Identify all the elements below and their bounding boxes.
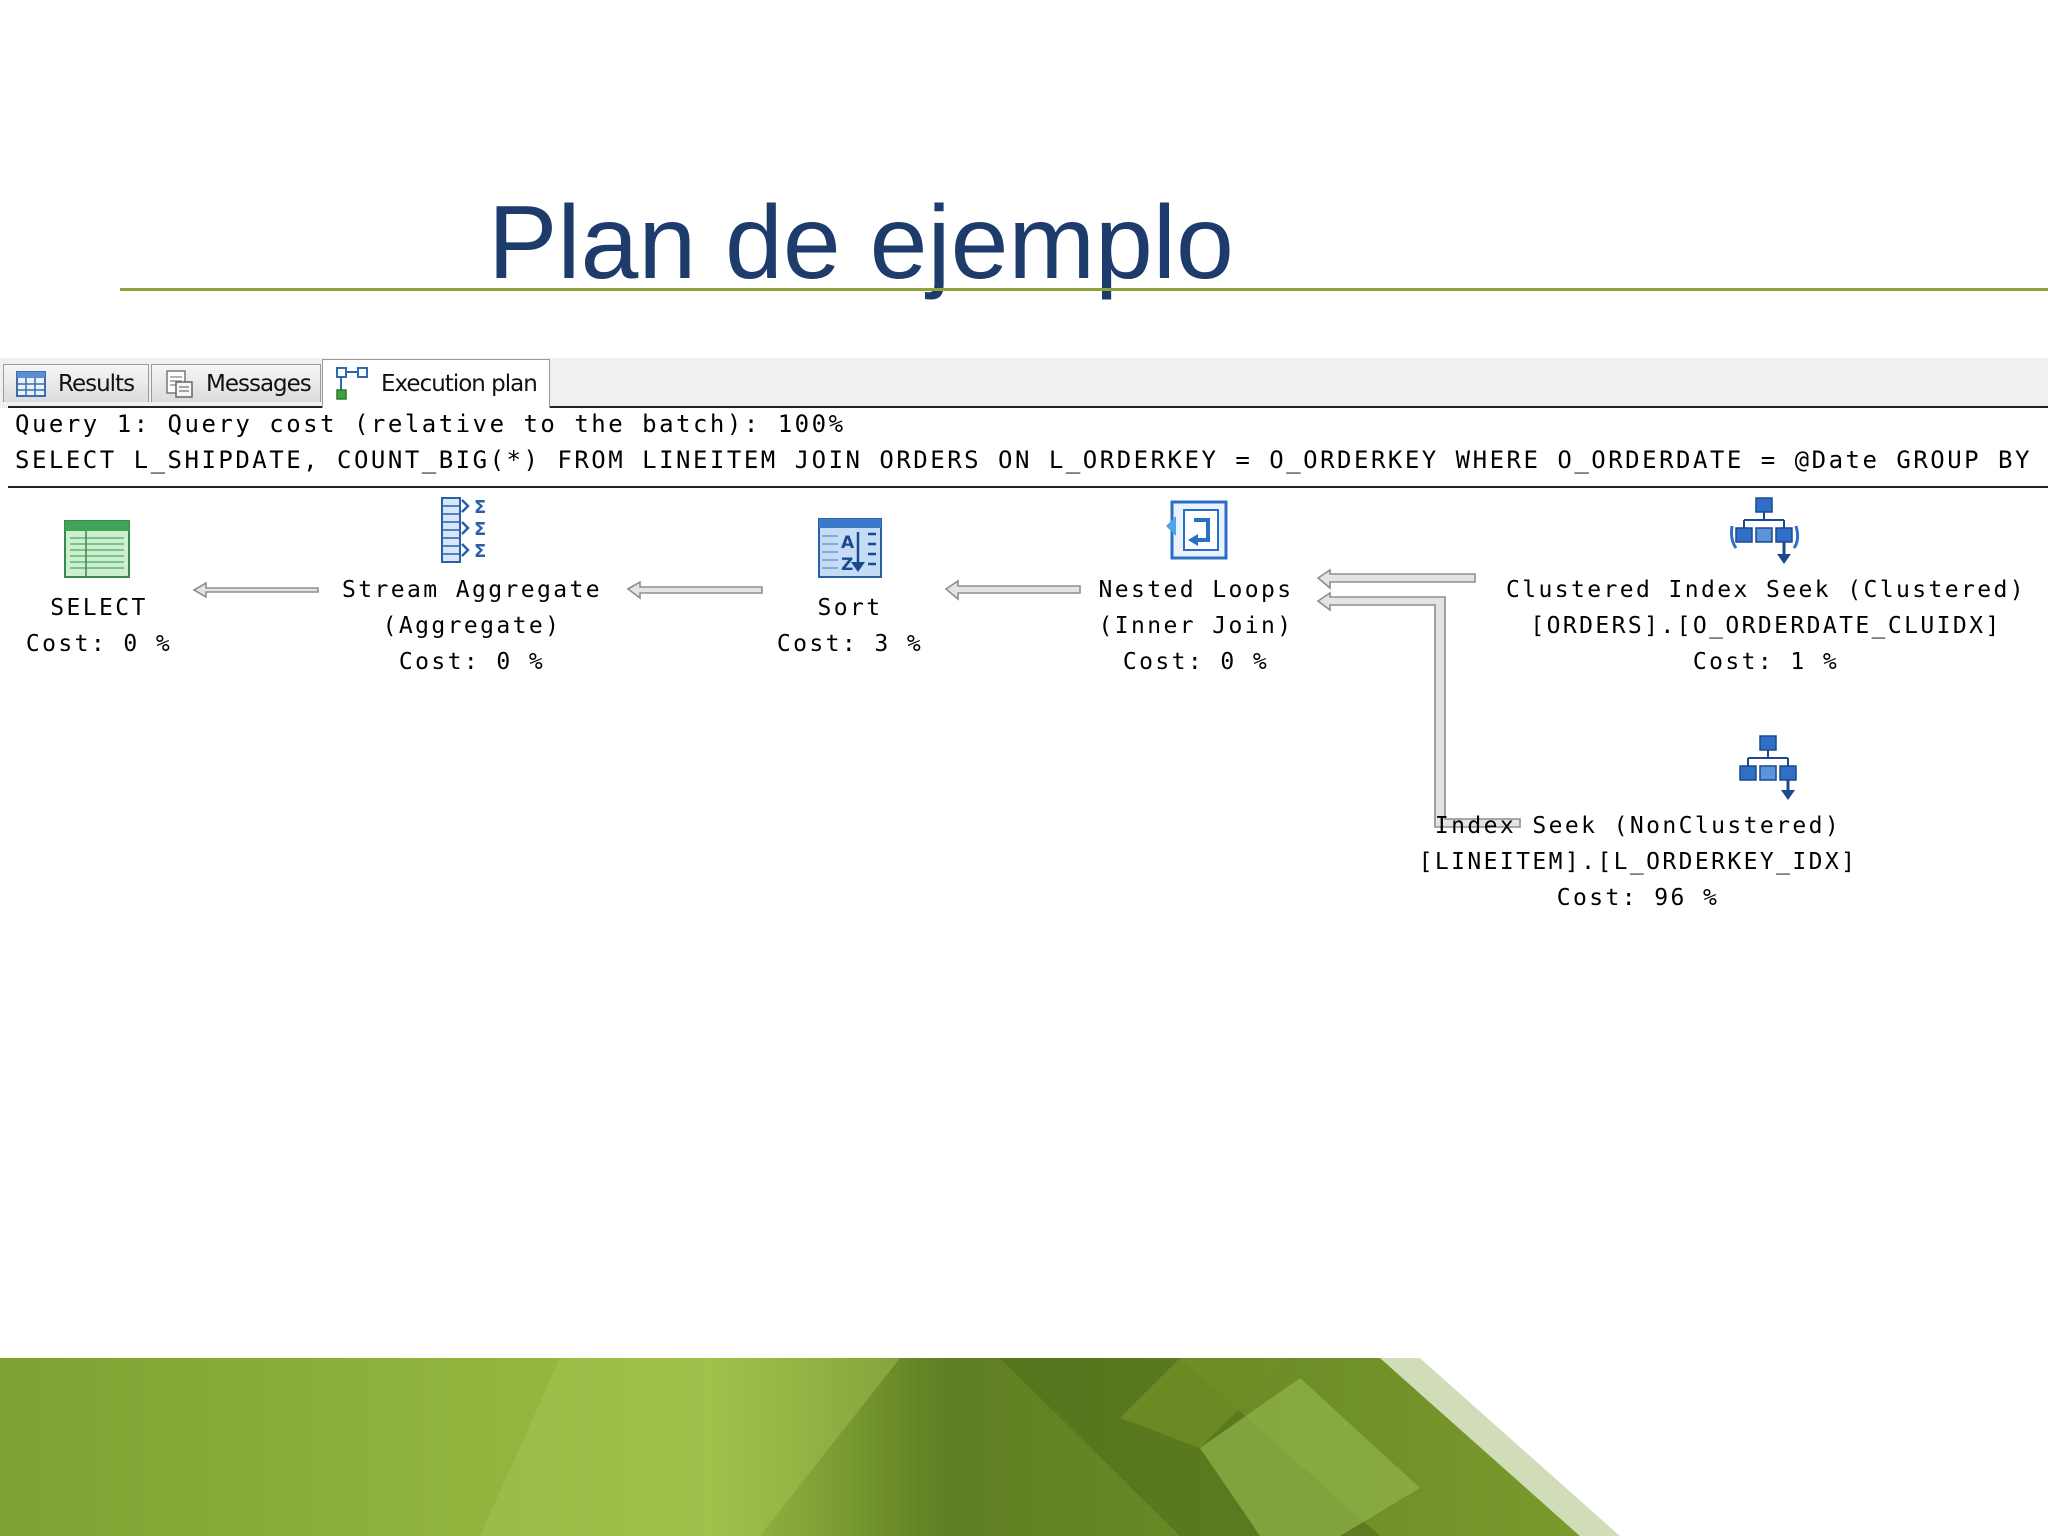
query-header-rule — [8, 486, 2048, 488]
query-sql-text: SELECT L_SHIPDATE, COUNT_BIG(*) FROM LIN… — [15, 446, 2048, 474]
operator-name: Index Seek (NonClustered) — [1434, 813, 1842, 839]
operator-subtitle: (Aggregate) — [382, 613, 562, 639]
operator-name: SELECT — [50, 595, 148, 621]
operator-stream-aggregate[interactable]: Stream Aggregate (Aggregate) Cost: 0 % — [342, 572, 602, 680]
operator-cost: Cost: 1 % — [1692, 649, 1840, 675]
arrow-aggregate-to-select — [192, 581, 319, 599]
select-result-icon[interactable] — [64, 520, 130, 583]
query-cost-line: Query 1: Query cost (relative to the bat… — [15, 410, 846, 438]
tab-execution-plan-label: Execution plan — [381, 371, 538, 397]
svg-text:Σ: Σ — [474, 519, 486, 540]
operator-sort[interactable]: Sort Cost: 3 % — [777, 590, 923, 662]
tab-messages-label: Messages — [206, 370, 312, 397]
arrow-loops-to-sort — [944, 579, 1081, 601]
tab-execution-plan[interactable]: Execution plan — [322, 359, 550, 408]
messages-icon — [164, 369, 194, 398]
operator-cost: Cost: 0 % — [1122, 649, 1270, 675]
operator-name: Nested Loops — [1098, 577, 1294, 603]
operator-select[interactable]: SELECT Cost: 0 % — [26, 590, 172, 662]
operator-cost: Cost: 96 % — [1556, 885, 1720, 911]
arrow-clustered-seek-to-loops — [1316, 568, 1476, 590]
svg-text:Z: Z — [841, 555, 853, 575]
tab-results[interactable]: Results — [3, 364, 149, 402]
index-seek-icon[interactable] — [1736, 734, 1800, 807]
operator-index-seek[interactable]: Index Seek (NonClustered) [LINEITEM].[L_… — [1419, 808, 1858, 916]
nested-loops-icon[interactable] — [1164, 498, 1230, 567]
svg-text:Σ: Σ — [474, 541, 486, 562]
plan-connectors — [192, 568, 1521, 828]
query-top-rule — [8, 406, 2048, 408]
operator-subtitle: [ORDERS].[O_ORDERDATE_CLUIDX] — [1530, 613, 2002, 639]
arrow-sort-to-aggregate — [626, 580, 763, 600]
operator-cost: Cost: 0 % — [398, 649, 546, 675]
slide-title: Plan de ejemplo — [488, 185, 1234, 301]
operator-name: Sort — [817, 595, 883, 621]
arrow-index-seek-to-loops — [1316, 591, 1521, 828]
title-underline — [120, 288, 2048, 291]
operator-subtitle: (Inner Join) — [1098, 613, 1294, 639]
results-tab-strip: Results Messages Executi — [0, 358, 2048, 410]
svg-text:A: A — [841, 533, 855, 553]
operator-clustered-index-seek[interactable]: Clustered Index Seek (Clustered) [ORDERS… — [1506, 572, 2026, 680]
svg-text:Σ: Σ — [474, 497, 486, 518]
clustered-index-seek-icon[interactable] — [1728, 496, 1804, 571]
operator-cost: Cost: 3 % — [776, 631, 924, 657]
operator-subtitle: [LINEITEM].[L_ORDERKEY_IDX] — [1418, 849, 1858, 875]
results-grid-icon — [16, 370, 46, 397]
tab-messages[interactable]: Messages — [151, 364, 321, 402]
operator-cost: Cost: 0 % — [25, 631, 173, 657]
execution-plan-canvas: Query 1: Query cost (relative to the bat… — [0, 406, 2048, 948]
footer-decorative-band — [0, 1358, 2048, 1536]
operator-name: Clustered Index Seek (Clustered) — [1506, 577, 2026, 603]
operator-name: Stream Aggregate — [342, 577, 602, 603]
execution-plan-icon — [335, 366, 369, 402]
operator-nested-loops[interactable]: Nested Loops (Inner Join) Cost: 0 % — [1099, 572, 1294, 680]
tab-results-label: Results — [58, 370, 135, 397]
